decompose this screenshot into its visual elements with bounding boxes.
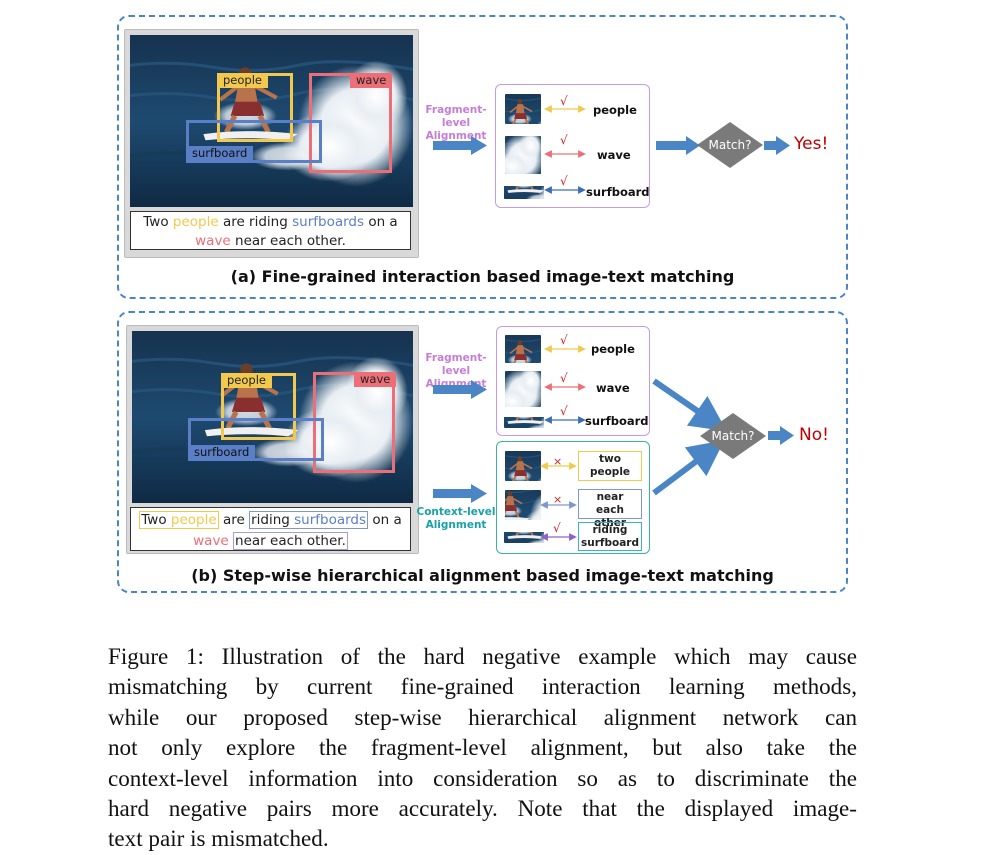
match-decision-diamond-b [700,413,766,459]
caption-word: Two [141,512,167,528]
check-mark: √ [553,521,561,535]
match-decision-diamond-a [697,122,763,168]
caption-line: Figure 1: Illustration of the hard negat… [108,643,857,669]
caption-word-wave: wave [193,533,229,549]
check-mark: √ [560,174,568,188]
check-mark: √ [560,133,568,147]
caption-line: mismatching by current fine-grained inte… [108,673,857,700]
arrow-image-to-fragment-a [433,136,487,155]
caption-word: Two [143,214,169,230]
figure-caption: Figure 1: Illustration of the hard negat… [108,641,857,854]
bbox-surfboard [188,418,324,461]
arrow-context-to-match-b [652,440,725,496]
caption-line: not only explore the fragment-level alig… [108,734,857,761]
context-phrase-riding-surfboard: riding surfboard [578,522,642,551]
panel-b-caption: Two people are riding surfboards on a wa… [130,507,411,551]
phrase-box-near-each-other: near each other. [233,532,348,550]
caption-word-people: people [172,214,219,230]
check-mark: √ [560,371,568,385]
bbox-surfboard-label: surfboard [186,146,254,161]
arrow-fragment-to-match-a [656,136,700,155]
panel-a-caption: Two people are riding surfboards on a wa… [130,211,411,250]
context-phrase-two-people: two people [578,451,642,481]
panel-a-title: (a) Fine-grained interaction based image… [230,267,735,286]
caption-line: text pair is mismatched. [108,825,329,852]
caption-line: hard negative pairs more accurately. Not… [108,795,857,822]
caption-word-surfboards: surfboards [292,214,365,230]
caption-word-people: people [170,512,217,528]
arrow-match-to-result-a [764,136,790,155]
fragment-word-surfboard: surfboard [586,185,650,199]
fragment-word-wave: wave [597,148,631,162]
check-mark: √ [560,333,568,347]
panel-b-result: No! [799,425,829,445]
caption-word: are riding [222,214,288,230]
panel-a-fragment-label: Fragment-level Alignment [425,104,487,142]
caption-line: context-level information into considera… [108,764,857,791]
check-mark: √ [560,404,568,418]
panel-b-context-label: Context-level Alignment [416,506,496,531]
match-decision-label-a: Match? [708,138,752,152]
cross-mark: × [553,455,563,468]
panel-b-title: (b) Step-wise hierarchical alignment bas… [191,566,774,585]
fragment-word-surfboard: surfboard [585,414,649,428]
match-decision-label-b: Match? [711,429,755,443]
caption-word: near each other. [235,233,346,249]
context-phrase-near-each-other: near each other [578,489,642,529]
caption-word-surfboards: surfboards [294,512,367,528]
bbox-surfboard [186,120,322,163]
arrow-image-to-context-b [433,484,487,503]
fragment-word-wave: wave [596,381,630,395]
check-mark: √ [560,94,568,108]
phrase-box-riding-surfboards: riding surfboards [249,511,369,529]
caption-word: on a [368,214,398,230]
arrow-image-to-fragment-b [433,380,487,399]
panel-a [117,15,848,299]
caption-word-wave: wave [195,233,231,249]
caption-word: riding [251,512,290,528]
bbox-people-label: people [217,73,268,88]
caption-word: on a [372,512,402,528]
bbox-wave-label: wave [354,372,397,387]
phrase-box-two-people: Two people [139,511,219,529]
bbox-wave-label: wave [350,73,393,88]
fragment-word-people: people [593,103,637,117]
caption-word: are [222,512,245,528]
panel-a-result: Yes! [794,134,829,154]
fragment-word-people: people [591,342,635,356]
arrow-fragment-to-match-b [652,378,727,432]
caption-line: while our proposed step-wise hierarchica… [108,703,857,730]
arrow-match-to-result-b [768,426,794,445]
bbox-surfboard-label: surfboard [188,445,256,460]
panel-b [117,311,848,593]
cross-mark: × [553,493,563,506]
bbox-people-label: people [221,373,272,388]
